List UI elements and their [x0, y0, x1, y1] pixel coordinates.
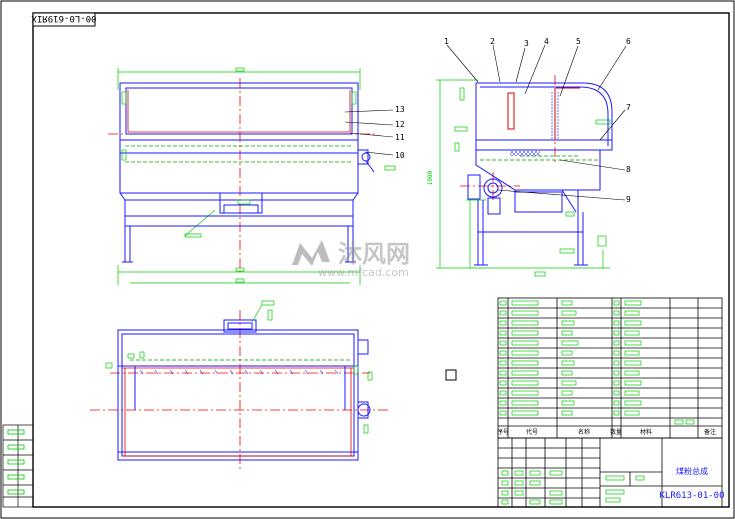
watermark-logo-icon: [292, 240, 330, 266]
balloon-11: 11: [395, 133, 405, 142]
left-revision-table: [2, 424, 34, 508]
drawing-number-box: [32, 12, 96, 27]
bom-header-seq: 序号: [497, 428, 509, 436]
title-block-name: 煤粉总成: [676, 466, 708, 476]
balloon-8: 8: [626, 165, 631, 174]
balloon-2: 2: [490, 37, 495, 46]
plan-view: [90, 300, 390, 470]
balloon-9: 9: [626, 195, 631, 204]
drawing-number-label: 00-L0-619ЯIX: [31, 13, 97, 23]
front-view-dimensions: [117, 67, 361, 285]
balloon-13: 13: [395, 105, 405, 114]
inner-frame: [32, 12, 730, 508]
title-block-marks: [501, 470, 645, 505]
bom-header-qty: 数量: [610, 428, 622, 436]
side-view-inner-red: [507, 87, 580, 140]
balloon-3: 3: [524, 39, 529, 48]
bom-table: [497, 297, 723, 439]
front-view: 13 12 11 10: [108, 67, 405, 285]
view-marker-square: [445, 369, 457, 381]
side-view-chain: [551, 92, 559, 140]
balloon-12: 12: [395, 120, 405, 129]
balloon-7: 7: [626, 103, 631, 112]
balloon-10: 10: [395, 151, 405, 160]
front-view-leaders: [344, 109, 394, 156]
plan-view-scraper-marks: [139, 369, 339, 375]
front-view-marks: [121, 91, 396, 205]
bom-header-material: 材料: [640, 428, 652, 436]
side-view-hatch: [510, 151, 540, 156]
bom-header-remark: 备注: [704, 428, 716, 436]
side-view: 1000: [427, 37, 631, 277]
watermark: 沐风网 www.mfcad.com: [292, 240, 410, 279]
front-view-hidden: [125, 145, 353, 163]
front-view-inner-red: [127, 90, 351, 133]
side-view-height-dimension: 1000: [427, 170, 434, 185]
bom-header-row: 序号 代号 名称 数量 材料 备注: [497, 428, 716, 436]
bom-header-name: 名称: [578, 428, 590, 436]
watermark-brand: 沐风网: [338, 240, 410, 268]
side-view-hidden: [480, 155, 600, 161]
balloon-5: 5: [576, 37, 581, 46]
bom-header-code: 代号: [526, 428, 538, 436]
side-view-body: [467, 82, 613, 266]
plan-view-centerlines: [90, 310, 390, 470]
side-view-leaders: [446, 44, 627, 201]
balloon-4: 4: [544, 37, 549, 46]
left-revision-marks: [7, 429, 25, 495]
watermark-url: www.mfcad.com: [318, 266, 409, 279]
side-view-dimensions: [436, 79, 611, 277]
front-view-centerlines: [108, 78, 375, 272]
plan-view-inner-red: [122, 367, 354, 457]
plan-view-marks: [105, 300, 373, 434]
balloon-1: 1: [444, 37, 449, 46]
front-view-body: [119, 82, 375, 263]
title-block: 煤粉总成 KLR613-01-00: [497, 437, 725, 508]
balloon-6: 6: [626, 37, 631, 46]
plan-view-body: [117, 319, 371, 461]
title-block-number: KLR613-01-00: [659, 491, 724, 501]
bom-entries: [499, 300, 695, 425]
